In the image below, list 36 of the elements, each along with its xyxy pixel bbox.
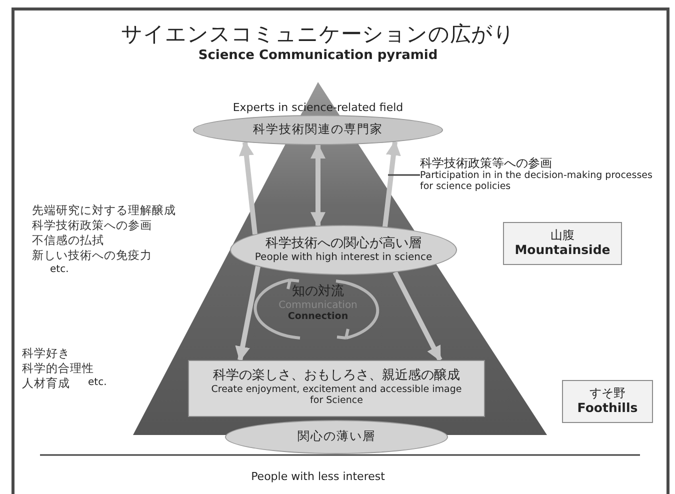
node-label: すそ野 xyxy=(590,387,626,402)
caption-text: People with less interest xyxy=(250,470,386,483)
node-sublabel: Create enjoyment, excitement and accessible image for Science xyxy=(210,384,463,408)
title: サイエンスコミュニケーションの広がり xyxy=(120,21,516,48)
process-box xyxy=(188,360,485,417)
arrow xyxy=(310,144,326,228)
arrow xyxy=(235,266,260,362)
node-sublabel: Participation in in the decision-making processes for science policies xyxy=(420,170,654,193)
label-box xyxy=(503,222,622,265)
arrow xyxy=(239,140,258,235)
label-box xyxy=(562,380,653,423)
note-text: 新しい技術への免疫力 xyxy=(32,248,152,263)
node-sublabel: Mountainside xyxy=(514,243,610,258)
note-text: etc. xyxy=(50,264,69,275)
note-text: 科学好き xyxy=(22,346,70,361)
node-label: 科学技術関連の専門家 xyxy=(253,123,383,137)
node-label: 関心の薄い層 xyxy=(298,430,376,444)
subtitle: Science Communication pyramid xyxy=(197,48,439,63)
arrow xyxy=(392,271,442,362)
node-label: 科学技術への関心が高い層 xyxy=(266,236,422,252)
node-label: 山腹 xyxy=(550,229,574,244)
caption-text: Experts in science-related field xyxy=(232,101,404,114)
note-text: 科学技術政策への参画 xyxy=(32,218,152,233)
note-text: 先端研究に対する理解醸成 xyxy=(32,203,176,218)
node-label: 知の対流 xyxy=(292,285,344,300)
node-label: 科学技術政策等への参画 xyxy=(420,157,552,170)
node-sublabel: Connection xyxy=(288,312,348,323)
node-label: 科学の楽しさ、おもしろさ、親近感の醸成 xyxy=(213,369,460,384)
note-text: 人材育成 xyxy=(22,376,70,391)
leader-line xyxy=(388,174,420,176)
node-sublabel: People with high interest in science xyxy=(254,252,432,264)
note-text: 不信感の払拭 xyxy=(32,233,104,248)
node-sublabel: Foothills xyxy=(577,401,638,416)
note-text: 科学的合理性 xyxy=(22,361,94,376)
arrow xyxy=(382,140,401,228)
note-text: etc. xyxy=(88,377,107,388)
